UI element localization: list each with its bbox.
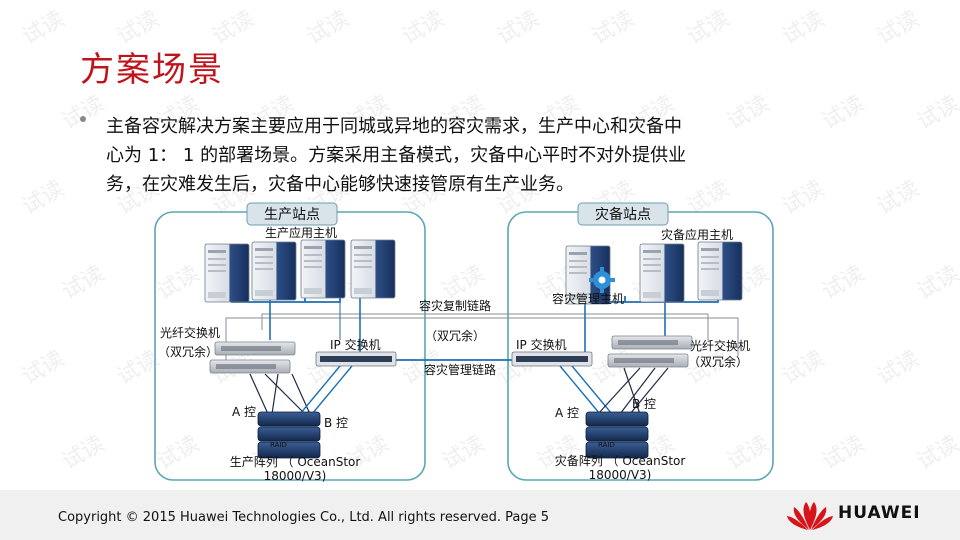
prod-site-label: 生产站点 — [264, 207, 320, 223]
prod-fc-switch-label: 光纤交换机 — [160, 325, 220, 340]
prod-ctrl-b: B 控 — [324, 416, 348, 430]
prod-fc-switch-redundant: （双冗余） — [158, 344, 218, 359]
dr-ip-switch-label: IP 交换机 — [516, 337, 567, 352]
prod-array-label: 生产阵列 （ OceanStor — [230, 455, 361, 469]
redundant-label: （双冗余） — [425, 328, 485, 343]
dr-raid-label: RAID — [598, 441, 615, 449]
footer-bar: Copyright © 2015 Huawei Technologies Co.… — [0, 490, 960, 540]
replication-link-label: 容灾复制链路 — [419, 298, 491, 313]
bullet-icon — [80, 116, 86, 122]
mgmt-link-label: 容灾管理链路 — [424, 362, 496, 377]
dr-site-label: 灾备站点 — [595, 206, 651, 223]
bullet-line: 主备容灾解决方案主要应用于同城或异地的容灾需求，生产中心和灾备中 — [106, 116, 682, 137]
dr-ctrl-b: B 控 — [632, 397, 656, 411]
dr-fc-switch-redundant: （双冗余） — [688, 354, 748, 369]
prod-array-model: 18000/V3) — [264, 469, 327, 483]
gear-icon — [589, 267, 615, 293]
replication-link-line-2 — [261, 313, 709, 340]
copyright-text: Copyright © 2015 Huawei Technologies Co.… — [58, 510, 550, 525]
bullet-paragraph: 主备容灾解决方案主要应用于同城或异地的容灾需求，生产中心和灾备中 心为 1： 1… — [106, 112, 896, 199]
prod-ctrl-a: A 控 — [232, 405, 256, 419]
dr-mgmt-host-label: 容灾管理主机 — [552, 291, 624, 306]
huawei-flower-icon — [787, 502, 833, 530]
dr-hosts-label: 灾备应用主机 — [661, 227, 733, 242]
prod-ip-switch-label: IP 交换机 — [330, 337, 381, 352]
page-title: 方案场景 — [80, 50, 224, 90]
prod-raid-label: RAID — [270, 441, 287, 449]
huawei-logo: HUAWEI — [786, 498, 946, 532]
dr-array-label: 灾备阵列 （ OceanStor — [555, 453, 686, 468]
replication-link-line — [225, 317, 739, 364]
dr-fc-switch-label: 光纤交换机 — [690, 338, 750, 353]
bullet-line: 心为 1： 1 的部署场景。方案采用主备模式，灾备中心平时不对外提供业 — [106, 145, 687, 166]
bullet-line: 务，在灾难发生后，灾备中心能够快速接管原有生产业务。 — [106, 174, 574, 195]
prod-hosts-label: 生产应用主机 — [265, 225, 337, 240]
dr-array-model: 18000/V3) — [589, 468, 652, 482]
dr-ctrl-a: A 控 — [555, 406, 579, 420]
huawei-brand-text: HUAWEI — [838, 503, 921, 523]
